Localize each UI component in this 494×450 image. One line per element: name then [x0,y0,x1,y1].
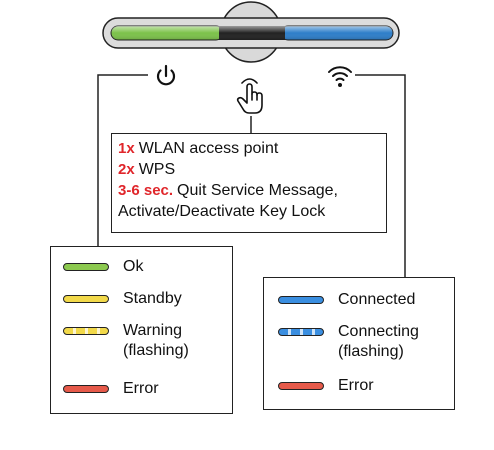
legend-item-error-wifi: Error [278,376,374,396]
legend-sublabel: (flashing) [338,343,404,360]
legend-item-error: Error [63,379,159,399]
connector-lines [97,74,406,278]
action-text: WPS [138,161,176,178]
led-swatch [63,263,109,271]
action-key: 1x [118,140,135,157]
wifi-led-legend: Connected Connecting(flashing) Error [263,277,455,410]
action-text: WLAN access point [138,140,279,157]
action-line-long-press: 3-6 sec.Quit Service Message, [118,180,386,201]
legend-item-warning: Warning(flashing) [63,321,189,361]
legend-label: Error [338,377,374,394]
legend-item-standby: Standby [63,289,182,309]
wifi-icon [328,66,352,87]
power-led-legend: Ok Standby Warning(flashing) Error [50,246,233,414]
led-swatch [63,385,109,393]
led-swatch [63,327,109,335]
legend-item-ok: Ok [63,257,143,277]
led-swatch [63,295,109,303]
legend-item-connecting: Connecting(flashing) [278,322,419,362]
legend-label: Connecting(flashing) [338,323,419,360]
action-text: Quit Service Message, [177,182,338,199]
legend-sublabel: (flashing) [123,342,189,359]
led-swatch [278,382,324,390]
legend-label: Error [123,380,159,397]
legend-label: Ok [123,258,144,275]
action-text: Activate/Deactivate Key Lock [118,203,326,220]
power-icon [156,64,176,86]
device-led-bar [102,1,400,63]
legend-label: Warning(flashing) [123,322,189,359]
legend-item-connected: Connected [278,290,415,310]
action-line-key-lock: Activate/Deactivate Key Lock [118,201,386,222]
led-swatch [278,296,324,304]
legend-label: Connected [338,291,416,308]
legend-label: Standby [123,290,182,307]
action-key: 3-6 sec. [118,182,174,199]
touch-icon [236,78,263,114]
led-swatch [278,328,324,336]
action-key: 2x [118,161,135,178]
